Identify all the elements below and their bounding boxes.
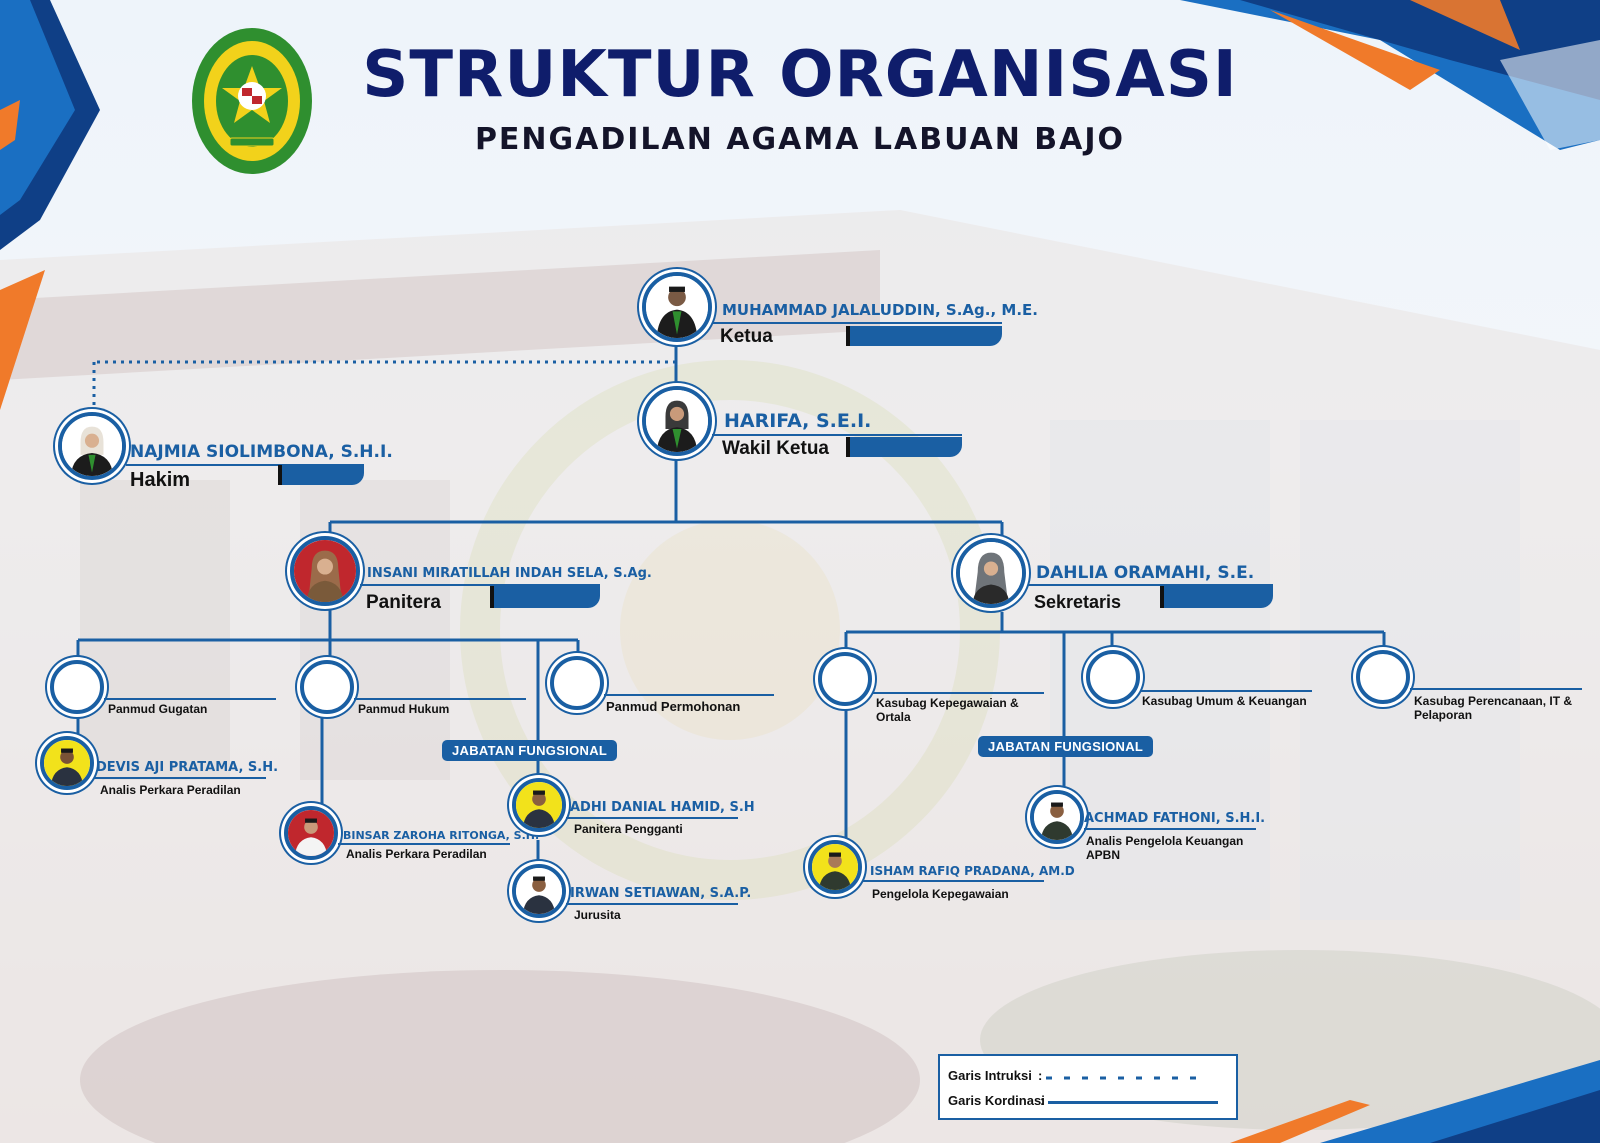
sekretaris-underline xyxy=(1028,584,1273,586)
panitera-name: INSANI MIRATILLAH INDAH SELA, S.Ag. xyxy=(367,566,652,581)
legend-instruksi-dashed-line xyxy=(1046,1076,1208,1080)
kasubag-perencanaan-label: Kasubag Perencanaan, IT & Pelaporan xyxy=(1414,694,1573,722)
panmud-permohonan-label: Panmud Permohonan xyxy=(606,699,741,714)
binsar-name: BINSAR ZAROHA RITONGA, S.H. xyxy=(343,829,540,842)
irwan-name: IRWAN SETIAWAN, S.A.P. xyxy=(570,886,752,901)
jabatan-fungsional-badge-right: JABATAN FUNGSIONAL xyxy=(978,736,1154,757)
bottom-right-corner-decoration xyxy=(1230,1060,1600,1143)
achmad-underline xyxy=(1084,828,1256,830)
achmad-photo xyxy=(1030,790,1084,844)
panmud-permohonan-placeholder xyxy=(550,656,604,710)
wakil-ketua-photo xyxy=(642,386,712,456)
devis-underline xyxy=(94,777,266,779)
hakim-accent-bar xyxy=(278,465,364,485)
kasubag-umum-placeholder xyxy=(1086,650,1140,704)
page-title: STRUKTUR ORGANISASI xyxy=(362,38,1238,112)
panitera-accent-bar xyxy=(490,586,600,608)
panmud-gugatan-placeholder xyxy=(50,660,104,714)
legend-kordinasi-label: Garis Kordinasi xyxy=(948,1093,1045,1108)
jabatan-fungsional-badge-left: JABATAN FUNGSIONAL xyxy=(442,740,618,761)
panmud-hukum-placeholder xyxy=(300,660,354,714)
devis-photo xyxy=(40,736,94,790)
wakil-ketua-name: HARIFA, S.E.I. xyxy=(724,410,872,432)
isham-name: ISHAM RAFIQ PRADANA, AM.D xyxy=(870,864,1075,878)
irwan-underline xyxy=(566,903,738,905)
achmad-role: Analis Pengelola Keuangan APBN xyxy=(1086,834,1244,862)
sekretaris-role: Sekretaris xyxy=(1034,592,1122,612)
hakim-underline xyxy=(126,464,364,466)
legend-kordinasi-separator: : xyxy=(1040,1093,1045,1108)
irwan-photo xyxy=(512,864,566,918)
devis-name: DEVIS AJI PRATAMA, S.H. xyxy=(96,760,279,775)
sekretaris-photo xyxy=(956,538,1026,608)
panmud-gugatan-label: Panmud Gugatan xyxy=(108,702,208,716)
kasubag-umum-underline xyxy=(1140,690,1312,692)
isham-photo xyxy=(808,840,862,894)
top-right-corner-decoration xyxy=(1180,0,1600,150)
legend-kordinasi-solid-line xyxy=(1048,1101,1218,1104)
panmud-gugatan-underline xyxy=(104,698,276,700)
adhi-underline xyxy=(566,817,738,819)
sekretaris-name: DAHLIA ORAMAHI, S.E. xyxy=(1036,563,1255,583)
line-legend: Garis Intruksi : Garis Kordinasi : xyxy=(938,1054,1238,1120)
court-logo-emblem xyxy=(192,28,312,174)
panitera-underline xyxy=(360,584,600,586)
kasubag-perencanaan-underline xyxy=(1410,688,1582,690)
wakil-ketua-accent-bar xyxy=(846,437,962,457)
kasubag-umum-label: Kasubag Umum & Keuangan xyxy=(1142,694,1307,708)
wakil-ketua-underline xyxy=(712,434,962,436)
wakil-ketua-role: Wakil Ketua xyxy=(722,438,829,459)
legend-instruksi-separator: : xyxy=(1038,1068,1043,1083)
adhi-role: Panitera Pengganti xyxy=(574,822,683,836)
legend-instruksi-label: Garis Intruksi xyxy=(948,1068,1032,1083)
panitera-role: Panitera xyxy=(366,592,441,613)
ketua-name: MUHAMMAD JALALUDDIN, S.Ag., M.E. xyxy=(722,301,1038,319)
panitera-photo xyxy=(290,536,360,606)
kasubag-kepegawaian-placeholder xyxy=(818,652,872,706)
irwan-role: Jurusita xyxy=(574,908,621,922)
binsar-underline xyxy=(338,843,510,845)
kasubag-kepegawaian-label: Kasubag Kepegawaian & Ortala xyxy=(876,696,1019,724)
hakim-photo xyxy=(58,412,126,480)
kasubag-perencanaan-placeholder xyxy=(1356,650,1410,704)
ketua-accent-bar xyxy=(846,326,1002,346)
panmud-permohonan-underline xyxy=(604,694,774,696)
page-subtitle: PENGADILAN AGAMA LABUAN BAJO xyxy=(474,122,1126,157)
ketua-photo xyxy=(642,272,712,342)
ketua-role: Ketua xyxy=(720,326,773,347)
binsar-photo xyxy=(284,806,338,860)
left-corner-decoration xyxy=(0,0,100,410)
panmud-hukum-underline xyxy=(354,698,526,700)
panmud-hukum-label: Panmud Hukum xyxy=(358,702,450,716)
sekretaris-accent-bar xyxy=(1160,586,1273,608)
ketua-underline xyxy=(712,322,1002,324)
isham-underline xyxy=(862,880,1044,882)
hakim-role: Hakim xyxy=(130,469,191,491)
adhi-photo xyxy=(512,778,566,832)
devis-role: Analis Perkara Peradilan xyxy=(100,783,241,797)
hakim-name: NAJMIA SIOLIMBONA, S.H.I. xyxy=(130,442,393,462)
kasubag-kepegawaian-underline xyxy=(872,692,1044,694)
achmad-name: ACHMAD FATHONI, S.H.I. xyxy=(1084,811,1266,826)
adhi-name: ADHI DANIAL HAMID, S.H xyxy=(570,800,755,815)
isham-role: Pengelola Kepegawaian xyxy=(872,887,1009,901)
binsar-role: Analis Perkara Peradilan xyxy=(346,847,487,861)
